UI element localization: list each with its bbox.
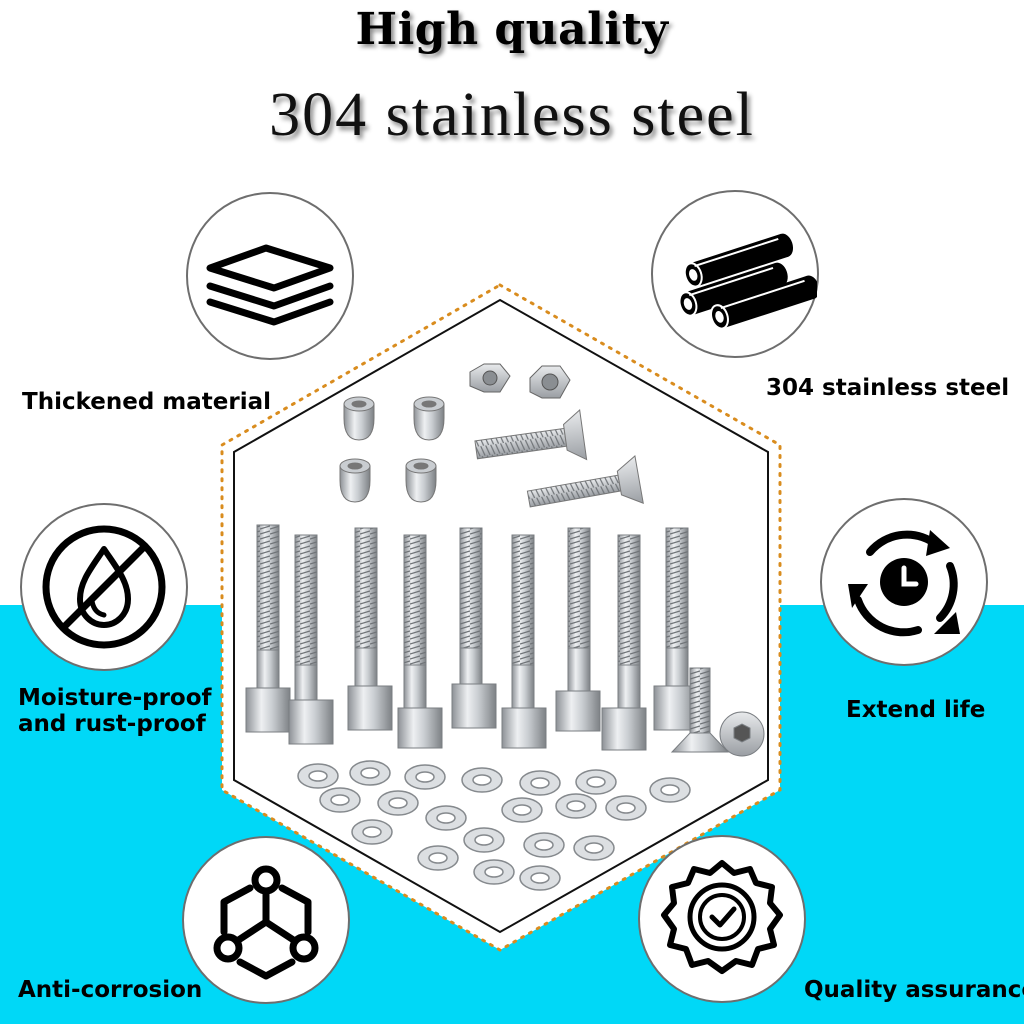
feature-label-extend-life: Extend life — [846, 697, 986, 723]
countersunk-bolts-horizontal — [474, 409, 644, 508]
quality-seal-icon — [661, 860, 783, 974]
feature-circle-extend-life — [820, 498, 988, 666]
cap-nuts — [339, 396, 445, 503]
feature-label-moisture-line1: Moisture-proof — [18, 685, 212, 711]
feature-label-thickened: Thickened material — [22, 389, 272, 415]
feature-label-anti-corrosion: Anti-corrosion — [18, 977, 203, 1003]
feature-circle-moisture — [20, 503, 188, 671]
molecule-icon — [213, 865, 319, 980]
clock-cycle-icon — [848, 530, 960, 637]
steel-tubes-icon — [678, 233, 817, 330]
layers-icon — [206, 244, 334, 326]
no-water-drop-icon — [42, 525, 166, 649]
feature-circle-quality — [638, 835, 806, 1003]
feature-label-quality: Quality assurance — [804, 977, 1024, 1003]
headline-quality: High quality — [355, 4, 669, 55]
socket-cap-screws — [245, 524, 699, 751]
feature-label-moisture-line2: and rust-proof — [18, 711, 206, 737]
countersunk-screw-standing — [670, 667, 765, 757]
hex-nuts — [469, 363, 571, 399]
feature-label-stainless: 304 stainless steel — [766, 375, 1010, 401]
headline-material: 304 stainless steel — [269, 81, 755, 149]
feature-circle-thickened — [186, 192, 354, 360]
feature-circle-anti-corrosion — [182, 836, 350, 1004]
flat-washers — [297, 760, 691, 891]
feature-circle-stainless — [651, 190, 819, 358]
